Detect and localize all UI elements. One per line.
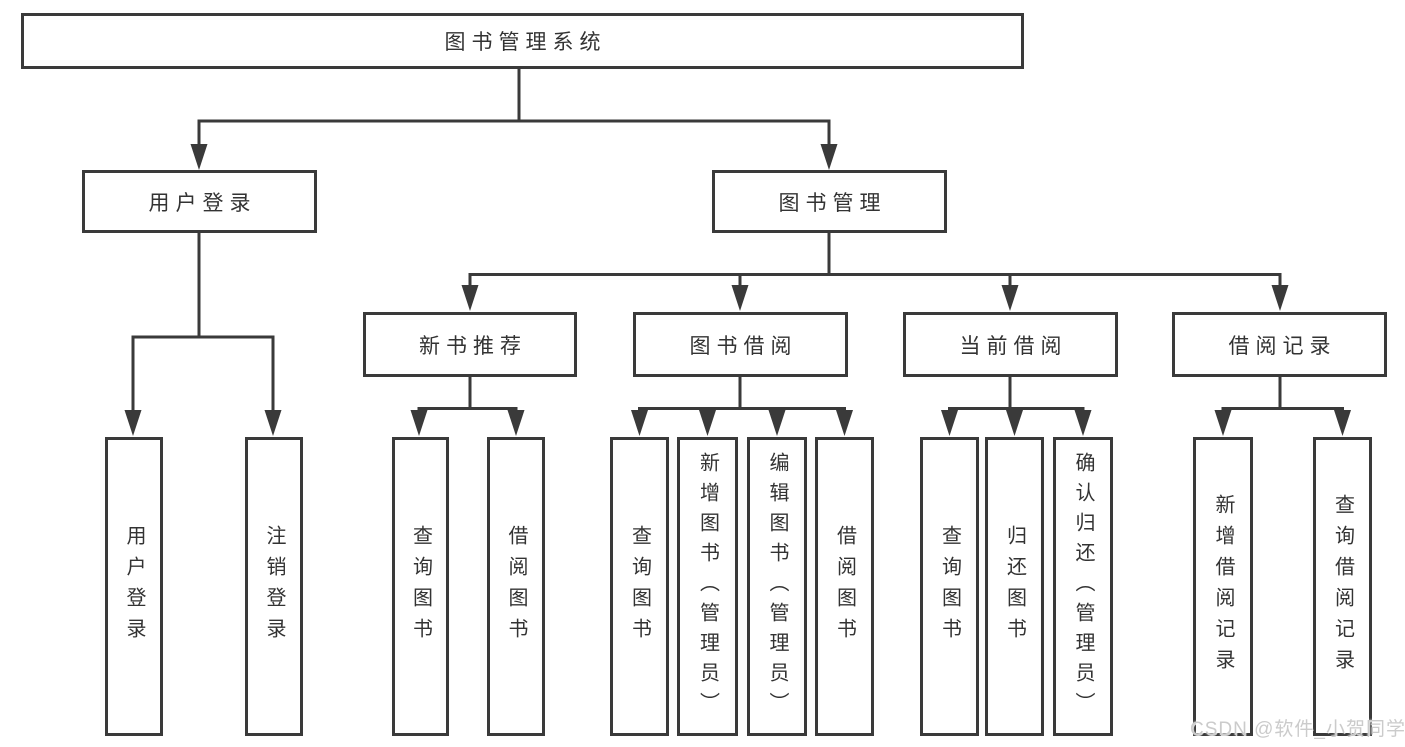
- node-borrowing-records: 借阅记录: [1172, 312, 1387, 377]
- node-book-borrowing: 图书借阅: [633, 312, 848, 377]
- node-label: 用户登录: [148, 191, 257, 215]
- leaf-borrow-books-2: 借阅图书: [815, 437, 874, 736]
- node-label: 图书管理系统: [444, 31, 607, 54]
- leaf-label: 确认归还（管理员）: [1072, 451, 1094, 722]
- leaf-edit-book-admin: 编辑图书（管理员）: [747, 437, 807, 736]
- node-book-management: 图书管理: [712, 170, 947, 233]
- leaf-user-login: 用户登录: [105, 437, 163, 736]
- node-library-management-system: 图书管理系统: [21, 13, 1024, 69]
- leaf-label: 借阅图书: [505, 524, 527, 649]
- leaf-label: 新增借阅记录: [1212, 493, 1234, 680]
- leaf-query-books-2: 查询图书: [610, 437, 669, 736]
- node-label: 借阅记录: [1228, 334, 1337, 358]
- leaf-query-borrow-record: 查询借阅记录: [1313, 437, 1372, 736]
- node-new-book-recommendation: 新书推荐: [363, 312, 577, 377]
- watermark-text: CSDN @软件_小贺同学: [1190, 719, 1405, 740]
- leaf-label: 注销登录: [263, 524, 285, 649]
- leaf-label: 查询图书: [628, 524, 651, 649]
- node-label: 图书借阅: [689, 334, 798, 358]
- node-user-login: 用户登录: [82, 170, 317, 233]
- node-current-borrowing: 当前借阅: [903, 312, 1118, 377]
- leaf-add-book-admin: 新增图书（管理员）: [677, 437, 738, 736]
- leaf-logout: 注销登录: [245, 437, 303, 736]
- leaf-add-borrow-record: 新增借阅记录: [1193, 437, 1253, 736]
- leaf-query-books-1: 查询图书: [392, 437, 449, 736]
- leaf-query-books-3: 查询图书: [920, 437, 979, 736]
- node-label: 新书推荐: [419, 334, 527, 358]
- leaf-label: 查询图书: [409, 524, 432, 649]
- leaf-label: 用户登录: [123, 524, 145, 649]
- leaf-confirm-return-admin: 确认归还（管理员）: [1053, 437, 1113, 736]
- leaf-borrow-books-1: 借阅图书: [487, 437, 545, 736]
- leaf-return-book: 归还图书: [985, 437, 1044, 736]
- node-label: 图书管理: [778, 191, 887, 215]
- leaf-label: 借阅图书: [833, 524, 856, 649]
- leaf-label: 查询借阅记录: [1331, 493, 1354, 680]
- leaf-label: 编辑图书（管理员）: [766, 451, 788, 722]
- node-label: 当前借阅: [959, 334, 1068, 358]
- leaf-label: 查询图书: [938, 524, 961, 649]
- leaf-label: 归还图书: [1003, 524, 1026, 649]
- leaf-label: 新增图书（管理员）: [696, 451, 719, 722]
